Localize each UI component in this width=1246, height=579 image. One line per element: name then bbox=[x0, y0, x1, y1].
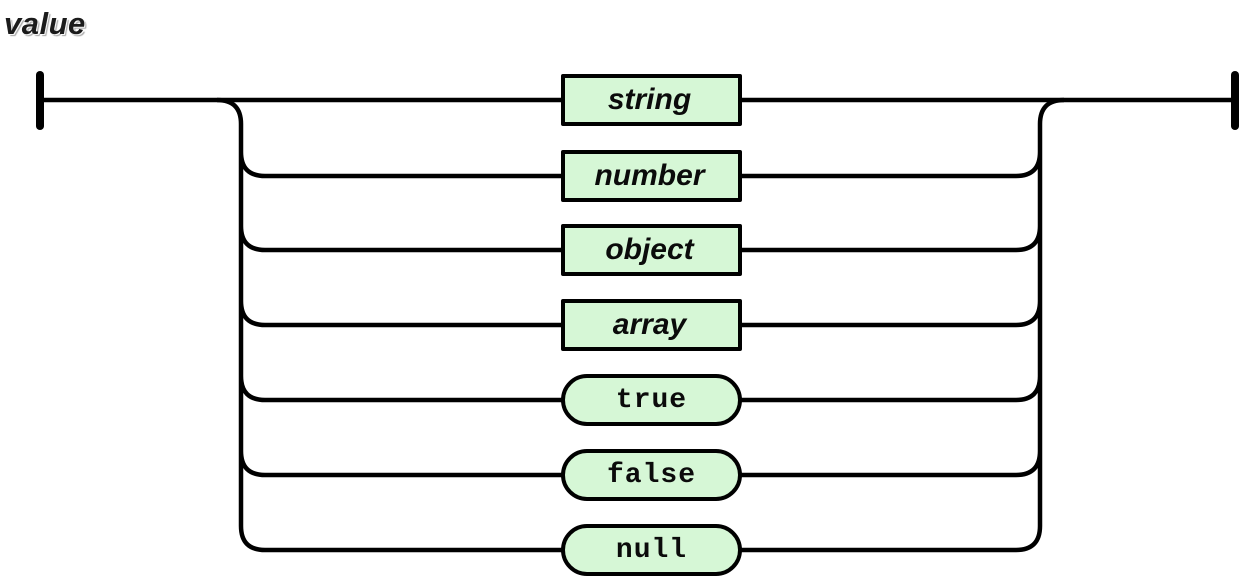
node-string-label: string bbox=[607, 83, 692, 116]
node-object-label: object bbox=[605, 233, 694, 266]
node-null-label: null bbox=[615, 534, 688, 566]
node-true-label: true bbox=[615, 384, 688, 416]
node-true: true bbox=[561, 374, 742, 426]
node-number: number bbox=[561, 150, 742, 202]
node-false: false bbox=[561, 449, 742, 501]
node-array-label: array bbox=[612, 308, 687, 341]
node-false-label: false bbox=[606, 459, 696, 491]
right-branch-trunk bbox=[730, 97, 1065, 553]
diagram-title: value bbox=[4, 6, 86, 41]
node-number-label: number bbox=[594, 159, 705, 192]
node-object: object bbox=[561, 224, 742, 276]
node-string: string bbox=[561, 74, 742, 126]
node-array: array bbox=[561, 299, 742, 351]
left-branch-trunk bbox=[216, 97, 575, 553]
node-null: null bbox=[561, 524, 742, 576]
